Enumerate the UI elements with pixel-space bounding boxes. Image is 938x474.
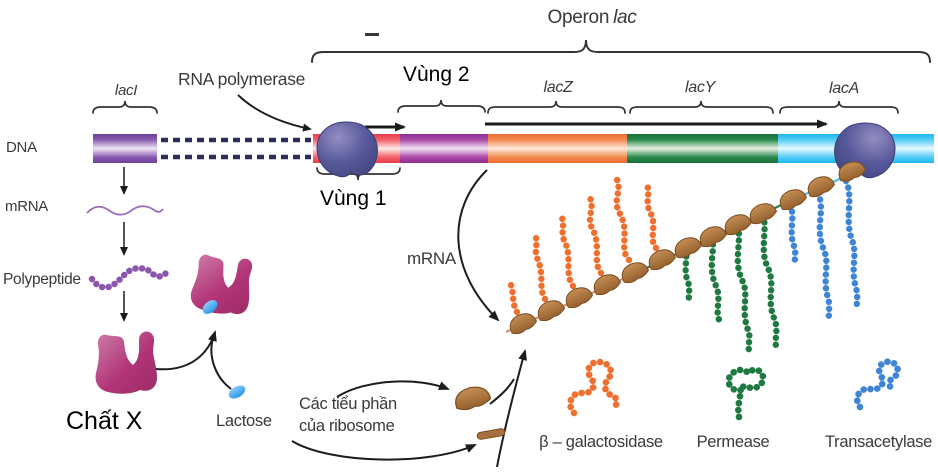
lactose-binding-arc: [210, 337, 232, 390]
brace-region1: [316, 167, 401, 181]
lactose-label: Lactose: [216, 412, 272, 430]
dna-bar: [93, 134, 934, 163]
nascent-chains: [505, 172, 862, 356]
polysome-ribosomes: [506, 172, 837, 337]
brace-lacz: [487, 100, 626, 114]
subunit-arrow-bottom: [291, 440, 477, 461]
mrna-curve-arrow: [457, 169, 500, 322]
ribosome-subunits: [452, 382, 506, 440]
beta-galactosidase-chains: [505, 172, 660, 316]
title-gene-name: lac: [613, 7, 637, 28]
dna-segment-laci: [93, 134, 157, 163]
brace-operon: [311, 39, 931, 63]
region2-label: Vùng 2: [403, 63, 470, 86]
region1-label: Vùng 1: [320, 187, 387, 210]
subunit-join-line: [489, 378, 515, 405]
mrna-mid-label: mRNA: [407, 249, 456, 268]
rna-polymerase-pointer-arrow: [237, 94, 312, 132]
folded-proteins: [567, 358, 901, 421]
transacetylase-chains: [786, 177, 862, 324]
ribosome-assembly-arrow: [496, 349, 527, 468]
substance-x-label: Chất X: [66, 407, 143, 435]
permease-protein: [725, 366, 767, 421]
rna-polymerase-label: RNA polymerase: [178, 69, 306, 89]
dna-segment-operator: [400, 134, 488, 163]
dna-label: DNA: [6, 139, 37, 156]
rna-polymerase-blob-left: [316, 121, 378, 178]
small-subunit: [476, 428, 506, 440]
brace-region2: [397, 99, 486, 113]
brace-lacy: [629, 100, 774, 114]
mrna-left-label: mRNA: [5, 198, 48, 215]
transacetylase-label: Transacetylase: [824, 433, 933, 451]
ribosome-subunits-line1: Các tiểu phần: [299, 395, 397, 413]
repressor-pathway: [95, 250, 257, 399]
subunit-arrow-top: [336, 380, 450, 398]
title-prefix: Operon: [547, 7, 610, 28]
laci-mrna-squiggle: [86, 205, 164, 216]
laci-polypeptide-chain: [88, 265, 171, 291]
laca-gene-label: lacA: [829, 80, 859, 97]
repressor-lactose-complex: [188, 250, 257, 319]
lacy-gene-label: lacY: [685, 79, 715, 96]
lacz-gene-label: lacZ: [543, 79, 573, 96]
transacetylase-protein: [853, 358, 901, 411]
repressor-lactose-arrow: [155, 330, 217, 371]
large-subunit: [452, 382, 493, 413]
brace-laca: [779, 100, 899, 114]
stray-dash-mark: [365, 33, 379, 36]
dna-segment-lacy: [627, 134, 778, 163]
lactose-molecule: [228, 385, 246, 399]
repressor-protein: [95, 331, 157, 394]
brace-laci: [92, 100, 158, 114]
ribosome-subunits-line2: của ribosome: [299, 417, 395, 435]
polypeptide-label: Polypeptide: [3, 271, 81, 288]
ribosome-subunits-label: Các tiểu phần của ribosome: [299, 393, 397, 437]
lactose-bound: [202, 300, 218, 314]
beta-galactosidase-label: β – galactosidase: [539, 433, 663, 451]
laci-gene-label: lacI: [114, 82, 138, 99]
braces: [92, 39, 931, 181]
beta-galactosidase-protein: [567, 358, 620, 417]
arrows: [120, 94, 828, 468]
dna-segment-lacz: [488, 134, 627, 163]
permease-label: Permease: [696, 433, 770, 451]
